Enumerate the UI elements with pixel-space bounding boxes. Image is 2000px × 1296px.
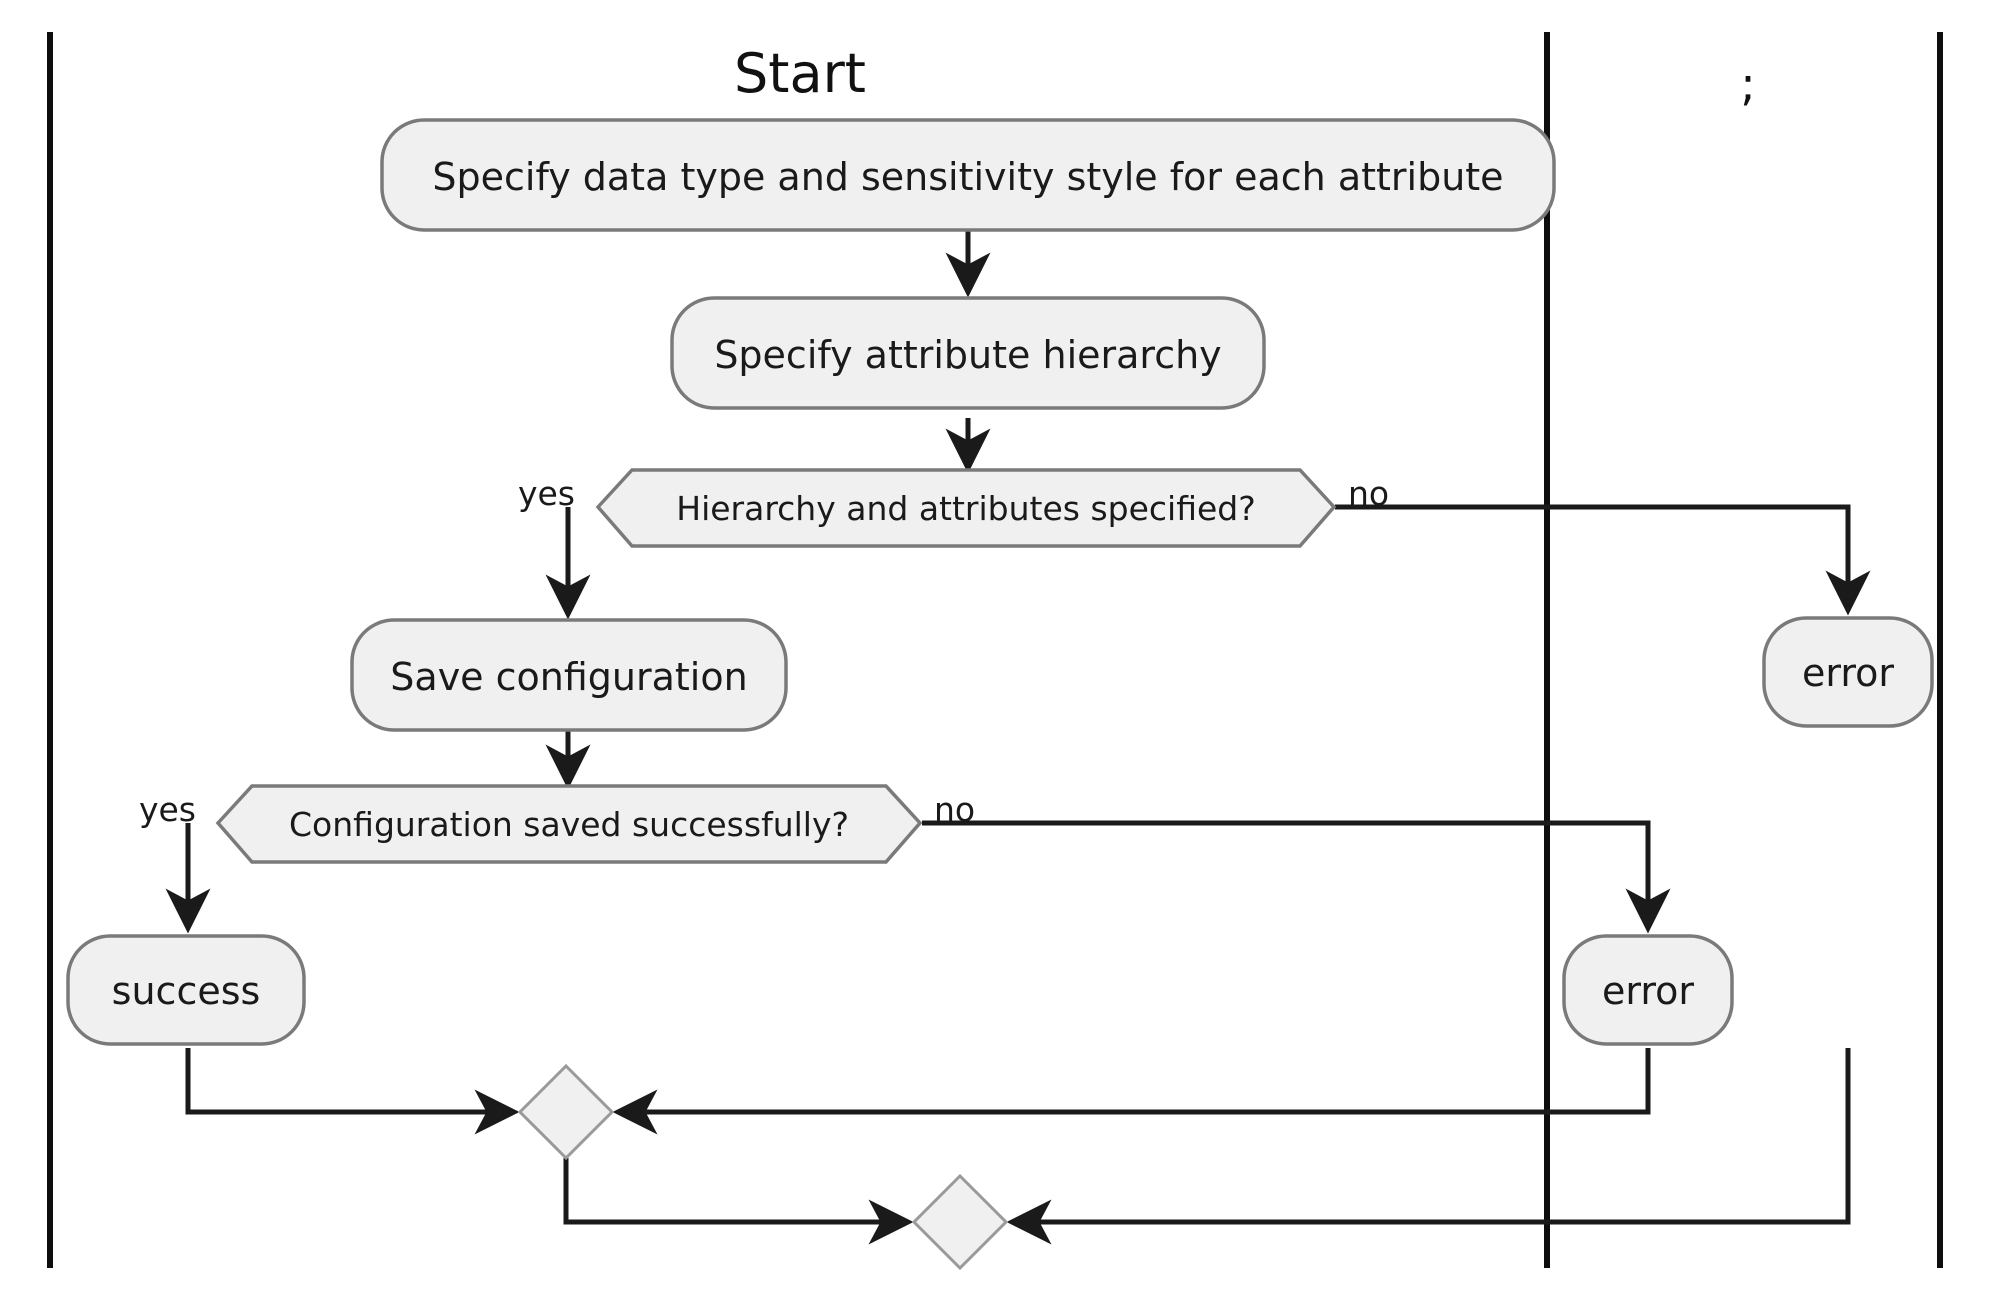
end-node-label: success [112,969,261,1013]
merge-node-1[interactable] [517,1063,615,1161]
decision-label: Hierarchy and attributes specified? [676,489,1256,528]
activity-shape [350,618,788,732]
edge-d1-no-to-error1 [1335,504,1871,616]
edge-d2-no-to-error2 [922,820,1671,934]
end-node-shape [1562,934,1734,1046]
end-node-shape [1762,616,1934,728]
end-node-error-hierarchy[interactable]: error [1762,616,1934,728]
stray-semicolon-token: ; [1740,57,1756,111]
decision-label: Configuration saved successfully? [289,805,849,844]
end-node-shape [66,934,306,1046]
decision-node-hierarchy-attributes-specified[interactable]: Hierarchy and attributes specified? yes … [518,468,1389,548]
decision-shape [595,468,1337,548]
diagram-title: Start [734,42,866,105]
decision-node-configuration-saved-successfully[interactable]: Configuration saved successfully? yes no [139,784,975,864]
edge-error1-to-merge2 [1006,1048,1851,1245]
activity-shape [380,118,1556,232]
edge-merge1-to-merge2 [563,1158,914,1245]
activity-label: Save configuration [390,655,747,699]
activity-shape [670,296,1266,410]
end-node-label: error [1602,969,1694,1013]
decision-no-label: no [1348,474,1389,513]
decision-no-label: no [934,790,975,829]
decision-yes-label: yes [518,474,575,513]
end-node-error-save[interactable]: error [1562,934,1734,1046]
decision-shape [215,784,923,864]
end-node-success[interactable]: success [66,934,306,1046]
end-node-label: error [1802,651,1894,695]
activity-label: Specify data type and sensitivity style … [432,155,1503,199]
activity-node-specify-data-type[interactable]: Specify data type and sensitivity style … [380,118,1556,232]
edge-success-to-merge1 [185,1048,520,1135]
merge-node-2[interactable] [911,1173,1009,1271]
edge-error2-to-merge1 [612,1048,1651,1135]
activity-node-save-configuration[interactable]: Save configuration [350,618,788,732]
activity-label: Specify attribute hierarchy [714,333,1221,377]
decision-yes-label: yes [139,790,196,829]
activity-node-specify-attribute-hierarchy[interactable]: Specify attribute hierarchy [670,296,1266,410]
